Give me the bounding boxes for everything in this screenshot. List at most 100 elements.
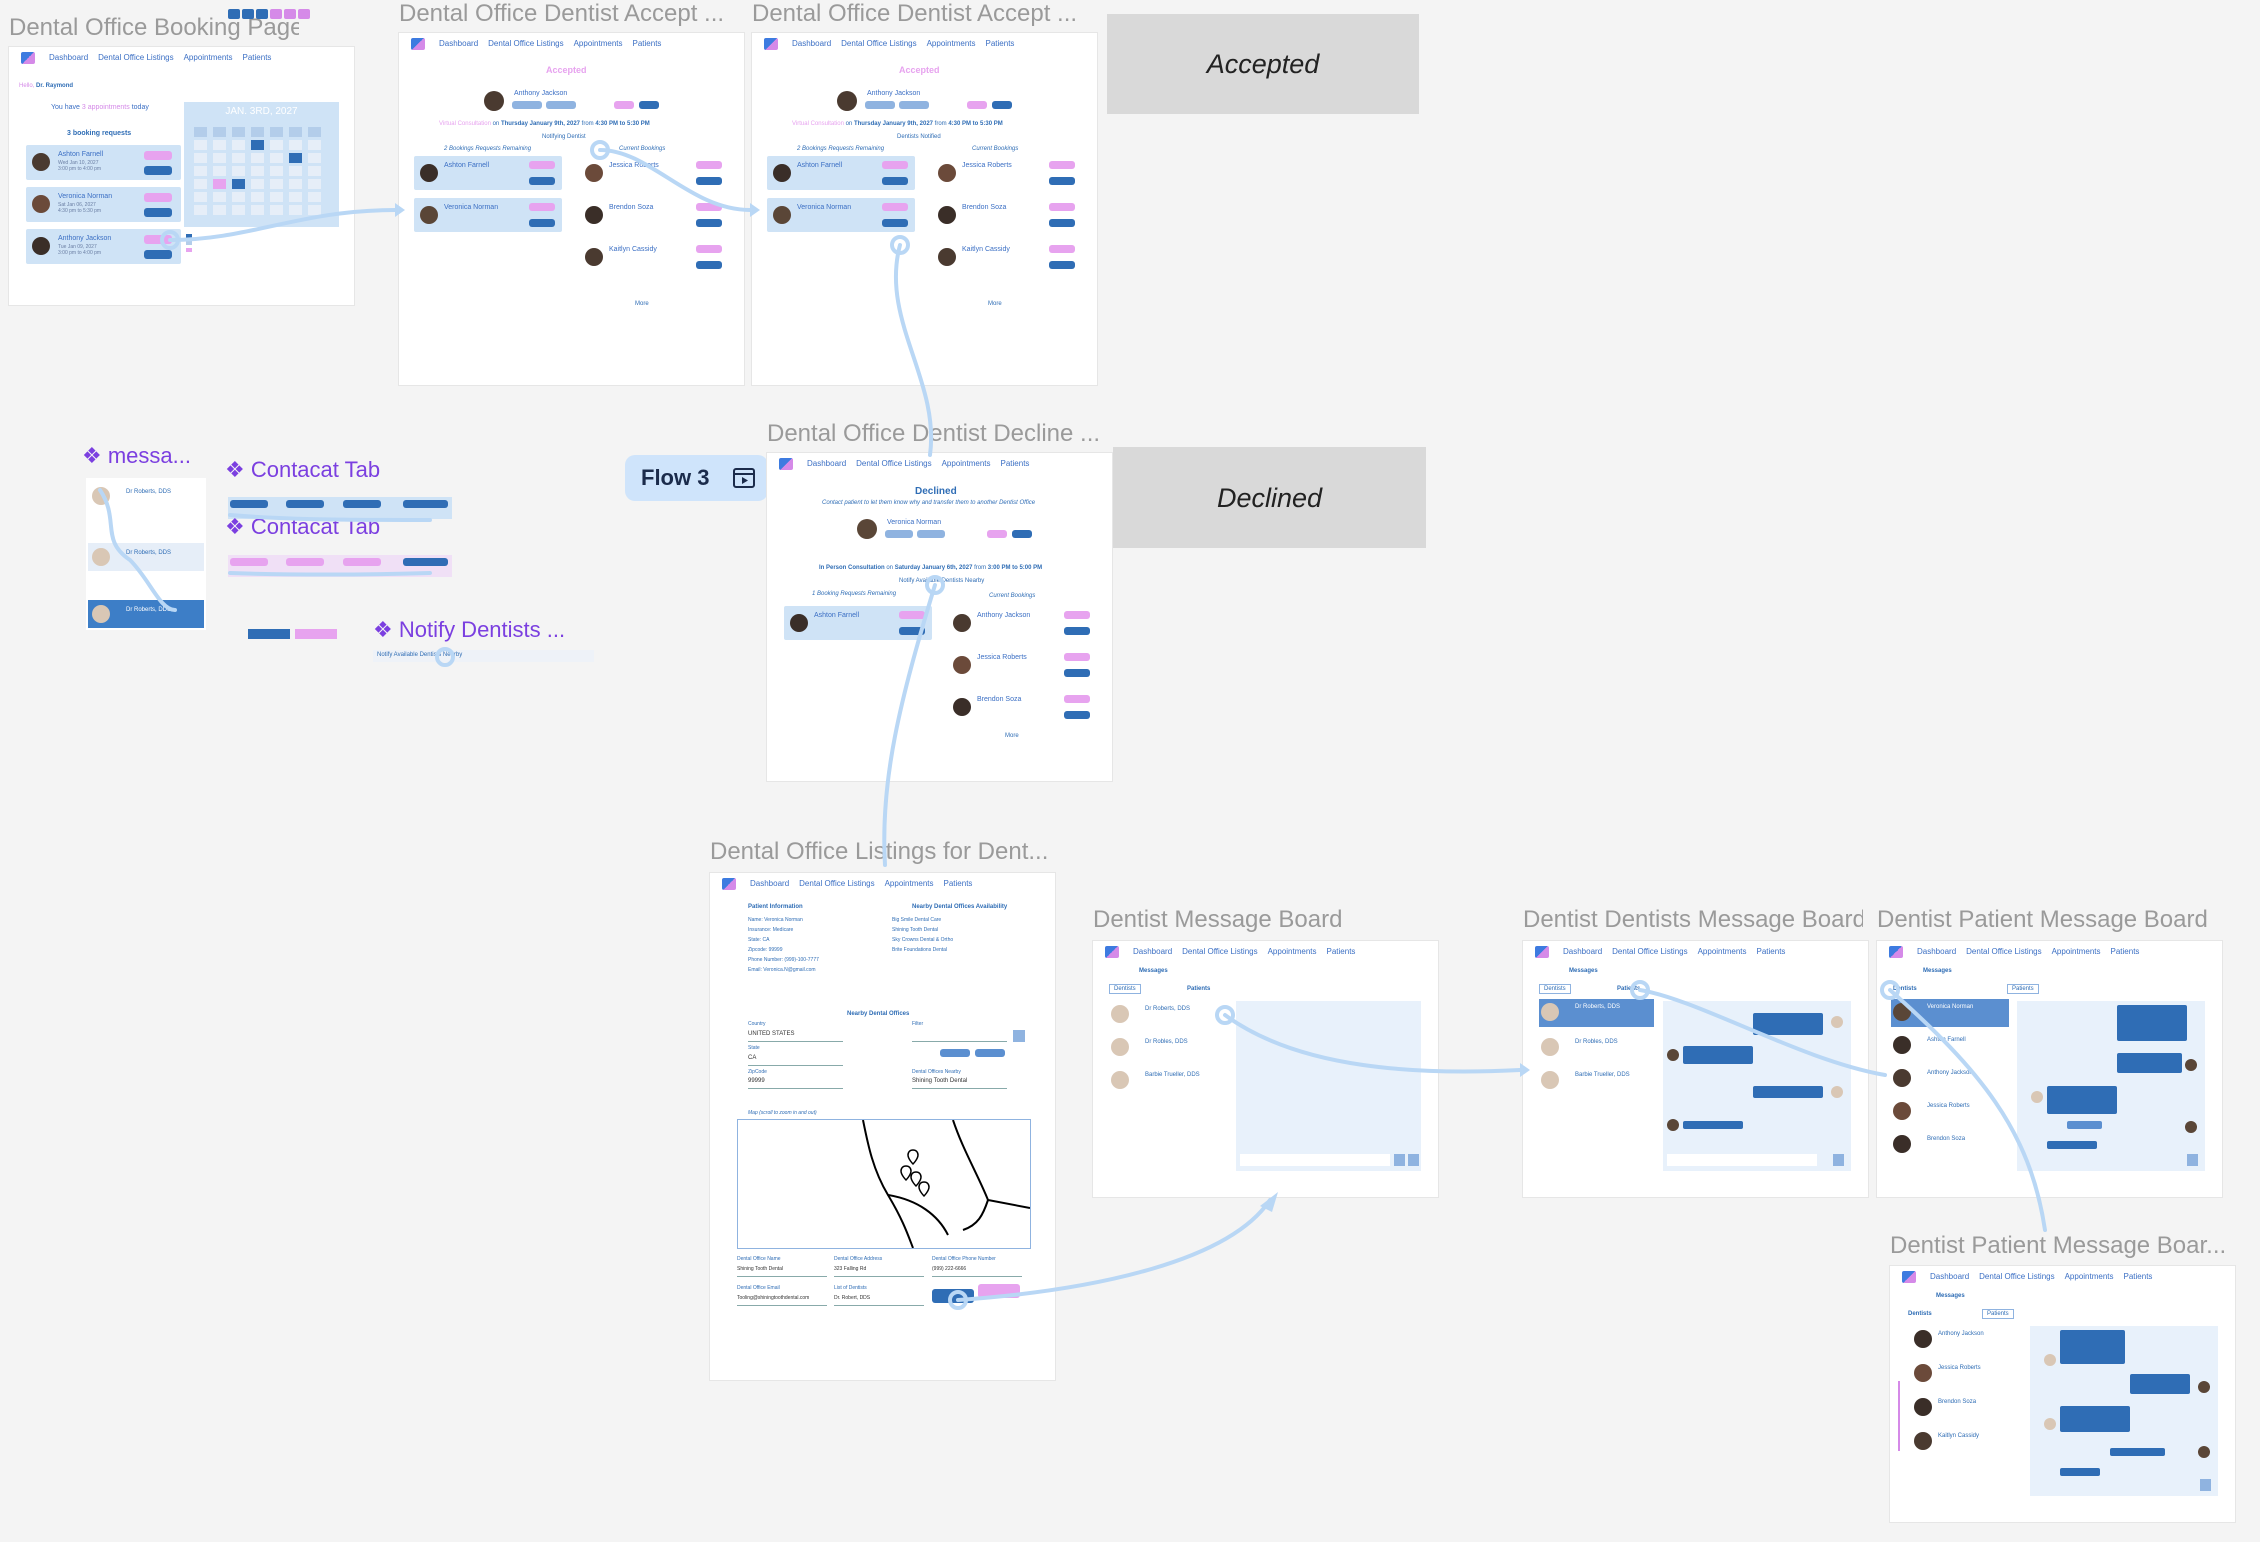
calendar-day-cell[interactable] bbox=[251, 179, 264, 189]
toolbar-icon-2[interactable] bbox=[242, 9, 254, 19]
contact-tab-button[interactable] bbox=[286, 500, 324, 508]
tab-patients[interactable]: Patients bbox=[2007, 984, 2039, 994]
message-item-selected[interactable]: Dr Roberts, DDS bbox=[88, 600, 204, 628]
nav-dashboard[interactable]: Dashboard bbox=[750, 879, 790, 888]
nav-appointments[interactable]: Appointments bbox=[941, 459, 991, 468]
calendar-day-cell[interactable] bbox=[251, 192, 264, 202]
zip-field[interactable]: 99999 bbox=[748, 1078, 843, 1089]
office-email-field[interactable]: Tooling@shiningtoothdental.com bbox=[737, 1295, 827, 1306]
nav-patients[interactable]: Patients bbox=[1326, 947, 1356, 956]
calendar-day-cell[interactable] bbox=[308, 179, 321, 189]
decline-button[interactable] bbox=[144, 208, 172, 217]
decline-button[interactable] bbox=[899, 627, 925, 635]
nav-patients[interactable]: Patients bbox=[985, 39, 1015, 48]
calendar-day-cell[interactable] bbox=[213, 140, 226, 150]
message-button[interactable] bbox=[992, 101, 1012, 109]
accept-button[interactable] bbox=[144, 151, 172, 160]
more-link[interactable]: More bbox=[635, 301, 649, 307]
office-availability-row[interactable]: Big Smile Dental Care bbox=[892, 917, 942, 923]
office-availability-row[interactable]: Shining Tooth Dental bbox=[892, 927, 939, 933]
decline-button[interactable] bbox=[529, 177, 555, 185]
calendar-day-cell[interactable] bbox=[251, 140, 264, 150]
calendar-day-cell[interactable] bbox=[213, 127, 226, 137]
state-select[interactable]: CA bbox=[748, 1055, 843, 1066]
calendar-day-cell[interactable] bbox=[213, 192, 226, 202]
patient-list-item[interactable]: Jessica Roberts bbox=[1891, 1098, 2009, 1126]
contact-tab-button[interactable] bbox=[343, 500, 381, 508]
office-name-field[interactable]: Shining Tooth Dental bbox=[737, 1266, 827, 1277]
scroll-indicator[interactable] bbox=[1898, 1381, 1900, 1451]
patient-list-item[interactable]: Jessica Roberts bbox=[1912, 1360, 2022, 1388]
transfer-button[interactable] bbox=[978, 1284, 1020, 1298]
booking-row[interactable]: Jessica Roberts bbox=[579, 156, 729, 190]
cancel-booking-button[interactable] bbox=[696, 261, 722, 269]
calendar-day-cell[interactable] bbox=[308, 166, 321, 176]
accept-button[interactable] bbox=[882, 161, 908, 169]
request-card[interactable]: Ashton Farnell bbox=[414, 156, 562, 190]
toolbar-icon-4[interactable] bbox=[270, 9, 282, 19]
nav-listings[interactable]: Dental Office Listings bbox=[1966, 947, 2042, 956]
nav-patients[interactable]: Patients bbox=[2123, 1272, 2153, 1281]
nav-patients[interactable]: Patients bbox=[1000, 459, 1030, 468]
booking-row[interactable]: Kaitlyn Cassidy bbox=[932, 240, 1082, 274]
nav-patients[interactable]: Patients bbox=[242, 53, 272, 62]
calendar-day-cell[interactable] bbox=[232, 166, 245, 176]
nav-appointments[interactable]: Appointments bbox=[884, 879, 934, 888]
calendar-day-cell[interactable] bbox=[232, 153, 245, 163]
calendar-day-cell[interactable] bbox=[251, 205, 264, 215]
calendar-day-cell[interactable] bbox=[270, 205, 283, 215]
contact-tab-button[interactable] bbox=[230, 500, 268, 508]
accept-button[interactable] bbox=[529, 203, 555, 211]
accept-button[interactable] bbox=[967, 101, 987, 109]
tab-patients[interactable]: Patients bbox=[1617, 986, 1641, 992]
request-card-1[interactable]: Ashton Farnell Wed Jan 10, 2027 3:00 pm … bbox=[26, 145, 181, 180]
decline-button[interactable] bbox=[529, 219, 555, 227]
attach-button[interactable] bbox=[1394, 1154, 1405, 1166]
nav-dashboard[interactable]: Dashboard bbox=[439, 39, 479, 48]
calendar-day-cell[interactable] bbox=[213, 179, 226, 189]
cancel-booking-button[interactable] bbox=[1049, 219, 1075, 227]
accept-button[interactable] bbox=[614, 101, 634, 109]
booking-row[interactable]: Brendon Soza bbox=[947, 690, 1097, 724]
calendar-day-cell[interactable] bbox=[289, 179, 302, 189]
calendar-day-cell[interactable] bbox=[194, 205, 207, 215]
cancel-booking-button[interactable] bbox=[1064, 669, 1090, 677]
office-phone-field[interactable]: (999) 222-6666 bbox=[932, 1266, 1022, 1277]
message-item[interactable]: Dr Roberts, DDS bbox=[88, 482, 204, 510]
toolbar-icon-3[interactable] bbox=[256, 9, 268, 19]
send-button[interactable] bbox=[1408, 1154, 1419, 1166]
notify-dentists-label[interactable]: Notify Available Dentists Nearby bbox=[899, 578, 985, 584]
dentist-list-item[interactable]: Dr Robles, DDS bbox=[1539, 1034, 1654, 1062]
nearby-offices-select[interactable]: Shining Tooth Dental bbox=[912, 1078, 1007, 1089]
calendar-day-cell[interactable] bbox=[308, 192, 321, 202]
cancel-booking-button[interactable] bbox=[1064, 627, 1090, 635]
nav-listings[interactable]: Dental Office Listings bbox=[841, 39, 917, 48]
calendar-widget[interactable]: JAN. 3RD, 2027 bbox=[184, 102, 339, 227]
accept-button[interactable] bbox=[899, 611, 925, 619]
calendar-day-cell[interactable] bbox=[194, 153, 207, 163]
calendar-day-cell[interactable] bbox=[308, 205, 321, 215]
request-card[interactable]: Veronica Norman bbox=[414, 198, 562, 232]
calendar-day-cell[interactable] bbox=[194, 166, 207, 176]
accept-button[interactable] bbox=[144, 235, 172, 244]
message-item[interactable]: Dr Roberts, DDS bbox=[88, 543, 204, 571]
patient-list-item-selected[interactable]: Veronica Norman bbox=[1891, 999, 2009, 1027]
nav-dashboard[interactable]: Dashboard bbox=[49, 53, 89, 62]
send-button[interactable] bbox=[2187, 1154, 2198, 1166]
nav-dashboard[interactable]: Dashboard bbox=[807, 459, 847, 468]
calendar-day-cell[interactable] bbox=[251, 127, 264, 137]
contact-tab-button[interactable] bbox=[403, 558, 448, 566]
nav-patients[interactable]: Patients bbox=[2110, 947, 2140, 956]
patient-list-item[interactable]: Anthony Jackson bbox=[1912, 1326, 2022, 1354]
patient-list-item[interactable]: Anthony Jackson bbox=[1891, 1065, 2009, 1093]
booking-row[interactable]: Jessica Roberts bbox=[947, 648, 1097, 682]
booking-row[interactable]: Anthony Jackson bbox=[947, 606, 1097, 640]
booking-row[interactable]: Brendon Soza bbox=[932, 198, 1082, 232]
calendar-day-cell[interactable] bbox=[289, 205, 302, 215]
calendar-day-cell[interactable] bbox=[213, 205, 226, 215]
nav-appointments[interactable]: Appointments bbox=[2064, 1272, 2114, 1281]
calendar-day-cell[interactable] bbox=[232, 192, 245, 202]
tab-dentists[interactable]: Dentists bbox=[1539, 984, 1571, 994]
contact-tab-button[interactable] bbox=[286, 558, 324, 566]
nav-dashboard[interactable]: Dashboard bbox=[1917, 947, 1957, 956]
